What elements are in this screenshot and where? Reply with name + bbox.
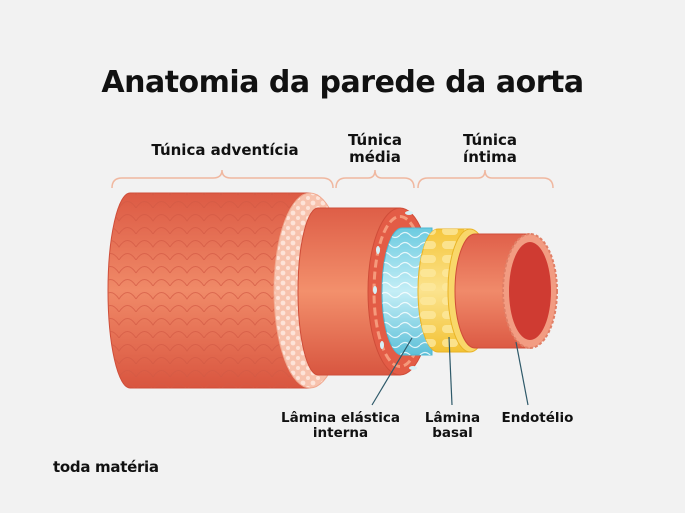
- label-line: Túnica: [462, 131, 518, 149]
- label-line: basal: [432, 424, 473, 441]
- label-line: interna: [312, 424, 369, 441]
- bracket-intima: [417, 169, 554, 189]
- label-lamina-elastica-interna: Lâmina elástica interna: [268, 411, 413, 441]
- label-endotelio: Endotélio: [501, 410, 574, 426]
- layer-brackets: [111, 169, 554, 189]
- label-tunica-intima: Túnica íntima: [440, 132, 540, 165]
- label-line: Túnica: [347, 131, 403, 149]
- label-line: Lâmina elástica: [281, 410, 400, 426]
- label-line: Lâmina: [424, 410, 481, 426]
- label-lamina-basal: Lâmina basal: [415, 411, 490, 441]
- bracket-adventicia: [111, 169, 334, 189]
- endotelio-layer: [454, 233, 558, 349]
- label-tunica-media: Túnica média: [325, 132, 425, 165]
- lamina-elastica-layer: [381, 227, 433, 356]
- label-tunica-adventicia: Túnica adventícia: [151, 141, 299, 159]
- lumen: [509, 242, 551, 340]
- label-line: íntima: [463, 147, 517, 166]
- brand-logo: toda matéria: [53, 458, 159, 476]
- callout-lines: [371, 336, 529, 406]
- bracket-media: [335, 169, 415, 189]
- page-title: Anatomia da parede da aorta: [101, 65, 584, 100]
- label-line: média: [349, 147, 401, 166]
